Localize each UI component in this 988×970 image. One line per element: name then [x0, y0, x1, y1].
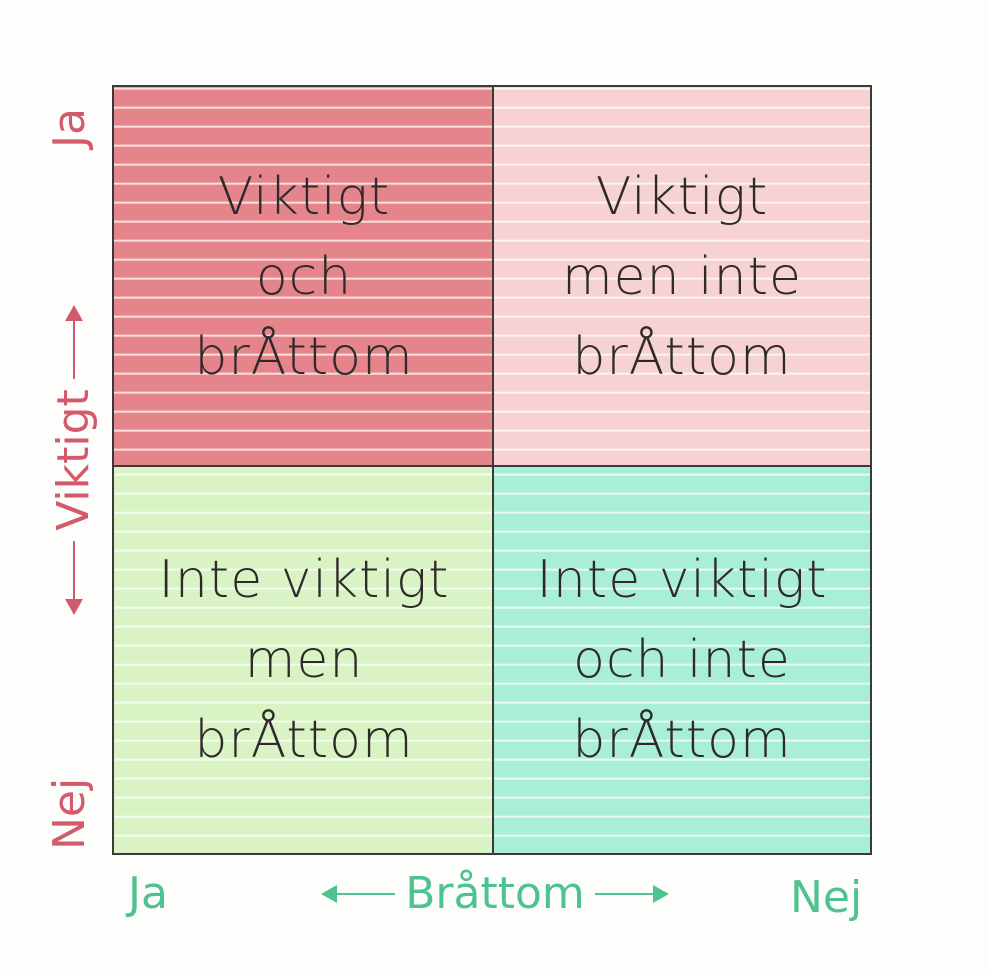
quadrant-text-line: Viktigt: [217, 167, 391, 227]
quadrant-important-urgent: Viktigt och brÅttom: [114, 87, 494, 467]
horizontal-divider: [114, 465, 870, 467]
vertical-divider: [492, 87, 494, 853]
quadrant-text-line: och inte: [573, 630, 791, 690]
y-axis-top-label: Ja: [44, 108, 95, 148]
x-axis-left-label: Ja: [128, 868, 168, 919]
arrow-right-icon: [594, 884, 669, 903]
quadrant-text-line: Inte viktigt: [536, 550, 828, 610]
quadrant-text-line: brÅttom: [194, 327, 414, 387]
y-axis: Viktigt: [48, 270, 99, 650]
x-axis-title: Bråttom: [405, 868, 585, 919]
arrow-right-icon: [72, 319, 75, 380]
quadrant-text-line: och: [255, 247, 353, 307]
quadrant-not-important-urgent: Inte viktigt men brÅttom: [114, 467, 494, 853]
quadrant-text-line: brÅttom: [572, 710, 792, 770]
quadrant-text-line: men inte: [562, 247, 802, 307]
quadrant-text-line: men: [244, 630, 364, 690]
arrow-left-icon: [72, 540, 75, 601]
arrow-left-icon: [321, 884, 396, 903]
y-axis-bottom-label: Nej: [44, 777, 95, 850]
quadrant-text-line: Inte viktigt: [158, 550, 450, 610]
y-axis-title: Viktigt: [48, 389, 99, 531]
quadrant-text-line: brÅttom: [194, 710, 414, 770]
quadrant-text-line: Viktigt: [595, 167, 769, 227]
x-axis-right-label: Nej: [790, 872, 863, 923]
priority-matrix: Viktigt och brÅttom Viktigt men inte brÅ…: [112, 85, 872, 855]
quadrant-not-important-not-urgent: Inte viktigt och inte brÅttom: [494, 467, 870, 853]
x-axis: Bråttom: [300, 868, 690, 919]
quadrant-important-not-urgent: Viktigt men inte brÅttom: [494, 87, 870, 467]
quadrant-text-line: brÅttom: [572, 327, 792, 387]
